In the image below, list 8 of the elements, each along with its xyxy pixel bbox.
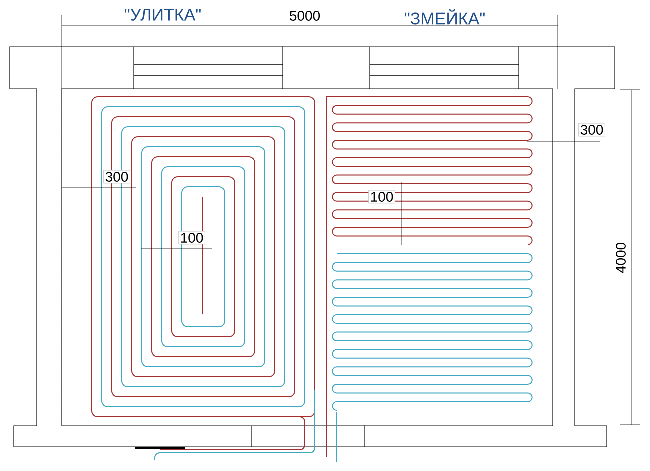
dimension-label: 100 — [178, 231, 206, 245]
dimension-label: 5000 — [288, 10, 322, 22]
dimension-label: 100 — [368, 190, 396, 204]
dimension-label: 300 — [578, 123, 606, 137]
dimension-label: 300 — [104, 170, 130, 184]
dimension-label: 4000 — [616, 242, 626, 274]
section-title: "УЛИТКА" — [125, 9, 201, 21]
section-title: "ЗМЕЙКА" — [405, 9, 485, 25]
